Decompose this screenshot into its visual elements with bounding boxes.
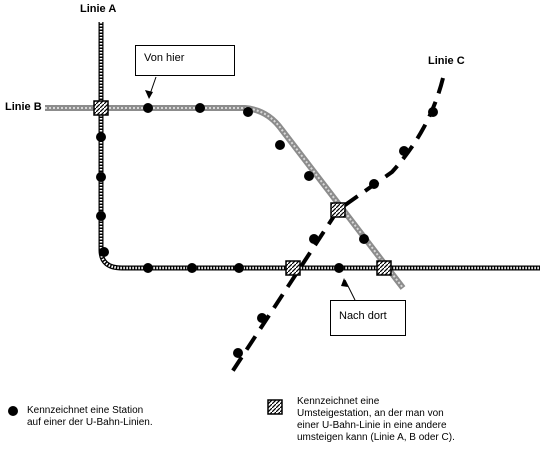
station-dot (233, 348, 243, 358)
station-dot (195, 103, 205, 113)
line-a-label: Linie A (80, 3, 117, 15)
legend-interchange-text: Kennzeichnet eine Umsteigestation, an de… (297, 396, 455, 443)
to-callout: Nach dort (330, 300, 406, 336)
station-dot (428, 107, 438, 117)
station-dot (96, 132, 106, 142)
legend-interchange-icon (267, 399, 283, 415)
interchange-square (330, 202, 346, 218)
station-dot (334, 263, 344, 273)
legend-station-text: Kennzeichnet eine Station auf einer der … (27, 405, 153, 428)
line-b-label: Linie B (5, 101, 42, 113)
from-callout-text: Von hier (144, 52, 185, 64)
station-dot (99, 247, 109, 257)
to-arrow (344, 279, 356, 301)
from-callout: Von hier (135, 45, 235, 76)
station-dot (399, 146, 409, 156)
station-dot (187, 263, 197, 273)
station-dot (234, 263, 244, 273)
interchange-square (93, 100, 109, 116)
station-dot (243, 107, 253, 117)
station-dot (96, 172, 106, 182)
to-callout-text: Nach dort (339, 310, 387, 322)
station-dot (257, 313, 267, 323)
legend-station-icon (8, 406, 18, 416)
line-c-route (230, 77, 445, 374)
station-dot (96, 211, 106, 221)
station-dot (304, 171, 314, 181)
interchange-square (285, 260, 301, 276)
station-dot (309, 234, 319, 244)
station-dot (359, 234, 369, 244)
station-dot (369, 179, 379, 189)
from-arrowhead (145, 90, 153, 99)
station-dot (275, 140, 285, 150)
line-c-label: Linie C (428, 55, 465, 67)
station-dot (143, 103, 153, 113)
callout-arrows (145, 76, 356, 301)
to-arrowhead (341, 278, 348, 287)
station-dot (143, 263, 153, 273)
interchange-square (376, 260, 392, 276)
interchanges (93, 100, 392, 276)
stations (96, 103, 438, 358)
